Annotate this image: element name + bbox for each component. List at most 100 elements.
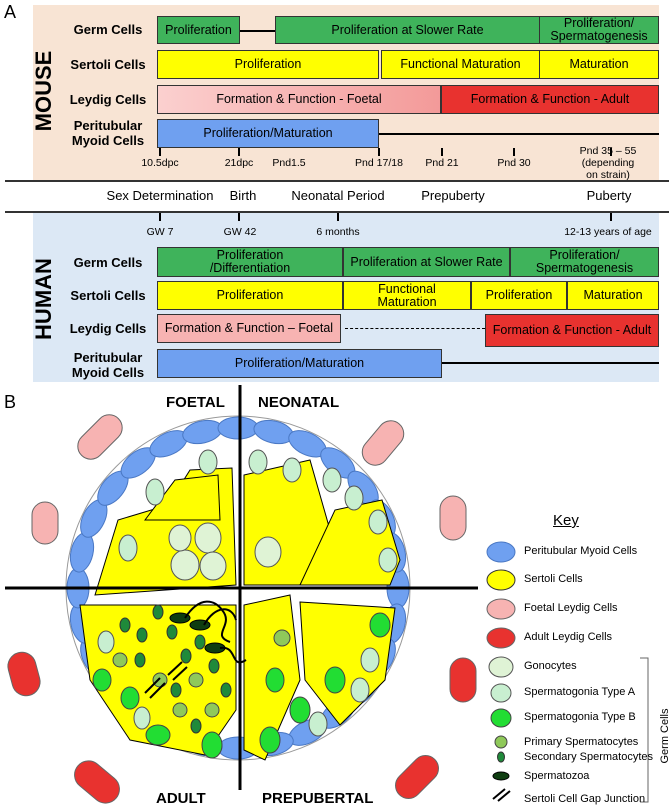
- human-sertoli-bar-1: Proliferation: [157, 281, 343, 310]
- primary-spermatocyte: [204, 702, 220, 718]
- key-adult-leydig-symbol: [486, 627, 516, 649]
- secondary-spermatocyte: [152, 604, 164, 620]
- connector: [379, 133, 659, 135]
- event-label: Puberty: [586, 188, 632, 203]
- tick: [441, 148, 443, 156]
- spermatogonia-type-b: [259, 726, 281, 754]
- human-sertoli-bar-3: Proliferation: [471, 281, 567, 310]
- spermatogonia-type-a: [308, 711, 328, 737]
- spermatogonia-type-b: [324, 666, 346, 694]
- tick: [610, 148, 612, 156]
- secondary-spermatocyte: [208, 658, 220, 674]
- human-sertoli-label: Sertoli Cells: [70, 288, 146, 303]
- adult-leydig-cell: [7, 651, 41, 697]
- key-foetal-leydig-symbol: [486, 598, 516, 620]
- key-title: Key: [553, 512, 579, 529]
- key-sg-b-symbol: [490, 708, 512, 728]
- key-sg-a-symbol: [490, 683, 512, 703]
- event-label: Birth: [229, 188, 257, 203]
- primary-spermatocyte: [152, 672, 168, 688]
- key-secondary-symbol: [497, 751, 505, 763]
- mouse-tick-label: 21dpc: [224, 157, 254, 169]
- dashed-connector: [345, 328, 485, 329]
- spermatogonia-type-b: [369, 612, 391, 638]
- primary-spermatocyte: [188, 672, 204, 688]
- tick: [159, 213, 161, 221]
- spermatogonia-type-a: [118, 534, 138, 562]
- primary-spermatocyte: [172, 702, 188, 718]
- key-label-adult-leydig: Adult Leydig Cells: [524, 631, 613, 643]
- secondary-spermatocyte: [220, 682, 232, 698]
- gonocyte: [168, 524, 192, 552]
- key-label-gonocytes: Gonocytes: [524, 660, 577, 672]
- adult-leydig-cell: [449, 657, 477, 703]
- spermatogonia-type-a: [282, 457, 302, 483]
- human-leydig-label: Leydig Cells: [69, 321, 147, 336]
- quadrant-label-neonatal: NEONATAL: [258, 394, 340, 411]
- secondary-spermatocyte: [119, 617, 131, 633]
- key-label-foetal-leydig: Foetal Leydig Cells: [524, 602, 618, 614]
- spermatogonia-type-b: [265, 667, 285, 693]
- spermatogonia-type-a: [344, 485, 364, 511]
- key-sertoli-symbol: [486, 569, 516, 591]
- human-germ-bar-1: Proliferation /Differentiation: [157, 247, 343, 277]
- mouse-tick-label: 10.5dpc: [141, 157, 179, 169]
- spermatogonia-type-a: [97, 630, 115, 654]
- mouse-germ-label: Germ Cells: [73, 22, 143, 37]
- mouse-tick-label: Pnd 21: [425, 157, 459, 169]
- sertoli-cell: [299, 601, 396, 726]
- tick: [238, 148, 240, 156]
- panel-b-letter: B: [4, 392, 17, 412]
- mouse-tick-label: Pnd 35 – 55 (depending on strain): [579, 145, 637, 181]
- spermatogonia-type-a: [368, 509, 388, 535]
- human-germ-bar-3: Proliferation/ Spermatogenesis: [510, 247, 659, 277]
- key-label-spermatozoa: Spermatozoa: [524, 770, 590, 782]
- adult-leydig-cell: [74, 760, 120, 804]
- key-gap-symbol: [497, 790, 511, 802]
- seminiferous-tubule-diagram: [5, 385, 649, 804]
- primary-spermatocyte: [273, 629, 291, 647]
- sertoli-cell: [144, 474, 221, 521]
- human-leydig-bar-2: Formation & Function - Adult: [485, 314, 659, 347]
- event-label: Neonatal Period: [291, 188, 385, 203]
- gap-junction: [167, 661, 183, 676]
- human-label: HUMAN: [31, 258, 56, 340]
- event-label: Sex Determination: [106, 188, 214, 203]
- peritubular-myoid-cell: [217, 416, 259, 440]
- spermatozoon: [169, 612, 191, 624]
- key-label-sg-b: Spermatogonia Type B: [524, 711, 636, 723]
- connector: [240, 30, 275, 32]
- spermatogonia-type-a: [360, 647, 380, 673]
- mouse-sertoli-bar-2: Functional Maturation: [381, 50, 540, 79]
- foetal-leydig-cell: [361, 420, 405, 466]
- secondary-spermatocyte: [136, 627, 148, 643]
- spermatogonia-type-b: [145, 724, 171, 746]
- adult-leydig-cell: [395, 755, 439, 799]
- germ-cells-bracket: [640, 657, 649, 803]
- panel-a-letter: A: [4, 2, 17, 22]
- tick: [337, 213, 339, 221]
- secondary-spermatocyte: [190, 718, 202, 734]
- mouse-leydig-label: Leydig Cells: [69, 92, 147, 107]
- spermatogonia-type-a: [133, 706, 151, 730]
- mouse-myoid-bar-1: Proliferation/Maturation: [157, 119, 379, 148]
- key-label-myoid: Peritubular Myoid Cells: [524, 545, 638, 557]
- secondary-spermatocyte: [180, 648, 192, 664]
- human-tick-label: 6 months: [316, 226, 360, 238]
- gap-junction: [149, 682, 166, 699]
- mouse-sertoli-bar-3: Maturation: [539, 50, 659, 79]
- tick: [238, 213, 240, 221]
- foetal-leydig-cell: [77, 414, 123, 460]
- spermatogonia-type-a: [378, 547, 398, 573]
- key-spermatozoa-symbol: [492, 771, 510, 781]
- gap-junction: [172, 666, 188, 681]
- event-label: Prepuberty: [421, 188, 485, 203]
- tick: [610, 213, 612, 221]
- mouse-leydig-bar-2: Formation & Function - Adult: [441, 85, 659, 114]
- human-sertoli-bar-4: Maturation: [567, 281, 659, 310]
- mouse-germ-bar-1: Proliferation: [157, 16, 240, 44]
- spermatozoa-tails: [184, 600, 247, 664]
- quadrant-label-foetal: FOETAL: [166, 394, 225, 411]
- spermatogonia-type-a: [248, 449, 268, 475]
- human-germ-label: Germ Cells: [73, 255, 143, 270]
